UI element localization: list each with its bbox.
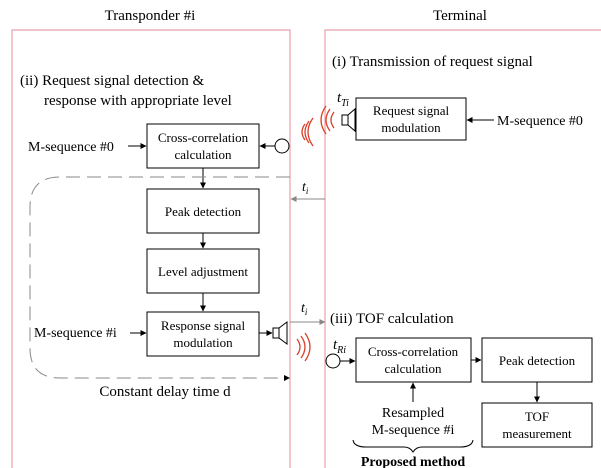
t-i-out-label: ti	[301, 301, 308, 317]
level-adjustment-label: Level adjustment	[158, 264, 248, 279]
tof-measurement-label-1: TOF	[525, 409, 549, 424]
request-modulation-label-1: Request signal	[373, 103, 450, 118]
terminal-peak-label: Peak detection	[499, 353, 576, 368]
transponder-mseq0-label: M-sequence #0	[28, 140, 114, 155]
request-modulation-label-2: modulation	[381, 120, 441, 135]
terminal-mseq0-label: M-sequence #0	[497, 114, 583, 129]
step1-label: (i) Transmission of request signal	[332, 54, 533, 70]
terminal-receiver-icon	[325, 353, 341, 369]
level-adjustment-box	[146, 248, 260, 294]
terminal-xcorr-label-1: Cross-correlation	[368, 344, 459, 359]
terminal-speaker-icon	[341, 107, 356, 133]
transponder-peak-box	[146, 188, 260, 234]
transponder-title: Transponder #i	[105, 8, 196, 24]
t-i-in-label: ti	[302, 180, 309, 196]
terminal-xcorr-label-2: calculation	[384, 361, 442, 376]
response-modulation-box	[146, 311, 260, 357]
resampled-label-1: Resampled	[382, 406, 444, 421]
request-modulation-box	[355, 97, 467, 141]
response-modulation-label-2: modulation	[173, 335, 233, 350]
transponder-peak-label: Peak detection	[165, 204, 242, 219]
terminal-xcorr-box	[355, 337, 472, 383]
transponder-receiver-icon	[274, 138, 290, 154]
t-ti-label: tTi	[337, 90, 349, 109]
terminal-peak-box	[481, 337, 593, 383]
tof-measurement-label-2: measurement	[502, 426, 572, 441]
transponder-xcorr-label-1: Cross-correlation	[158, 130, 249, 145]
response-signal-waves-icon	[296, 332, 311, 362]
transponder-speaker-icon	[272, 321, 288, 345]
step2-label-1: (ii) Request signal detection &	[20, 73, 204, 89]
response-modulation-label-1: Response signal	[161, 318, 246, 333]
step3-label: (iii) TOF calculation	[330, 311, 454, 327]
transponder-panel	[11, 29, 291, 468]
proposed-method-brace	[352, 439, 474, 453]
transponder-mseqi-label: M-sequence #i	[34, 326, 117, 341]
proposed-method-label: Proposed method	[361, 455, 466, 468]
step2-label-2: response with appropriate level	[44, 93, 232, 109]
terminal-title: Terminal	[433, 8, 487, 24]
resampled-label-2: M-sequence #i	[372, 423, 455, 438]
t-ri-label: tRi	[333, 337, 346, 356]
terminal-panel	[324, 29, 601, 468]
terminal-signal-waves-icon	[320, 105, 335, 135]
tof-measurement-box	[481, 402, 593, 448]
delay-time-label: Constant delay time d	[99, 384, 231, 400]
delay-region	[29, 176, 290, 379]
transponder-xcorr-label-2: calculation	[174, 147, 232, 162]
transponder-signal-waves-icon	[301, 117, 314, 147]
